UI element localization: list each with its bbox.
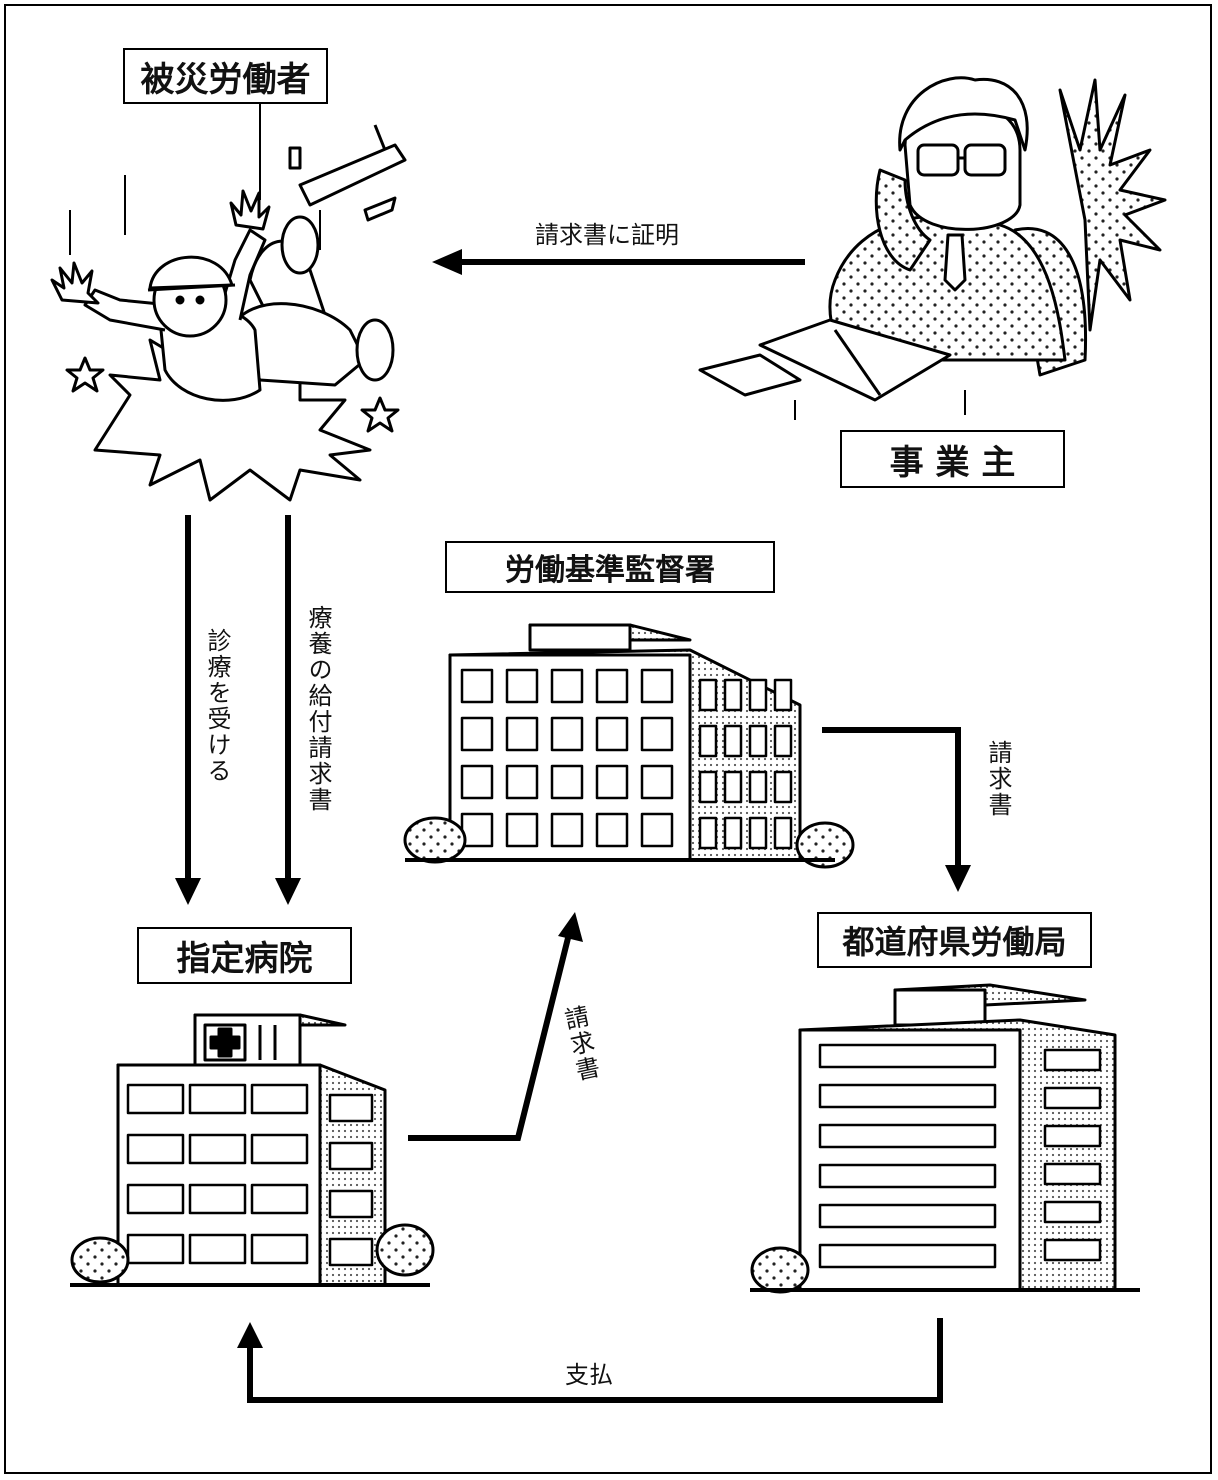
hospital-building-icon — [70, 1013, 435, 1287]
window — [126, 1083, 185, 1115]
window — [126, 1133, 185, 1165]
edge-label-receive-care: 診療を受ける — [203, 628, 231, 784]
window — [250, 1233, 309, 1265]
window — [640, 668, 674, 704]
window — [640, 812, 674, 848]
window — [460, 668, 494, 704]
arrowhead — [432, 249, 462, 275]
window — [723, 770, 743, 804]
window — [1043, 1048, 1102, 1072]
window — [1043, 1162, 1102, 1186]
window — [818, 1243, 997, 1269]
window — [698, 724, 718, 758]
window — [748, 770, 768, 804]
window — [1043, 1124, 1102, 1148]
window — [328, 1189, 374, 1219]
window — [505, 716, 539, 752]
window — [773, 724, 793, 758]
window — [1043, 1238, 1102, 1262]
falling-worker-icon — [50, 100, 407, 502]
window — [595, 716, 629, 752]
arrowhead — [237, 1322, 263, 1348]
window — [550, 812, 584, 848]
flow-arrows — [175, 249, 971, 1403]
arrow-payment — [247, 1318, 943, 1403]
arrowhead — [945, 865, 971, 892]
window — [250, 1133, 309, 1165]
window — [773, 770, 793, 804]
edge-label-claim-form: 療養の給付請求書 — [304, 605, 332, 813]
window — [460, 764, 494, 800]
window — [818, 1163, 997, 1189]
window — [748, 816, 768, 850]
window — [328, 1237, 374, 1267]
employer-on-phone-icon — [698, 76, 1167, 420]
window — [640, 716, 674, 752]
edge-label-payment: 支払 — [565, 1361, 613, 1389]
window — [698, 678, 718, 712]
window — [1043, 1200, 1102, 1224]
window — [188, 1233, 247, 1265]
window — [723, 678, 743, 712]
window — [188, 1083, 247, 1115]
edge-label-office-claim: 請求書 — [984, 740, 1012, 818]
window — [505, 668, 539, 704]
diagram-border — [4, 4, 1212, 1474]
arrowhead — [175, 878, 201, 905]
window — [126, 1233, 185, 1265]
window — [505, 812, 539, 848]
window — [595, 812, 629, 848]
window — [550, 668, 584, 704]
government-building-icon — [750, 983, 1140, 1294]
node-employer: 事 業 主 — [840, 430, 1065, 488]
window — [460, 812, 494, 848]
window — [550, 716, 584, 752]
window — [723, 816, 743, 850]
window — [748, 724, 768, 758]
arrowhead — [558, 912, 583, 942]
window — [773, 678, 793, 712]
window — [640, 764, 674, 800]
node-labor-office: 労働基準監督署 — [445, 541, 775, 593]
window — [328, 1141, 374, 1171]
node-hospital: 指定病院 — [137, 927, 352, 984]
window — [188, 1183, 247, 1215]
window — [1043, 1086, 1102, 1110]
window — [773, 816, 793, 850]
window — [328, 1093, 374, 1123]
window — [595, 764, 629, 800]
window — [188, 1133, 247, 1165]
node-prefecture-bureau: 都道府県労働局 — [817, 912, 1092, 968]
window — [505, 764, 539, 800]
window — [698, 770, 718, 804]
window — [698, 816, 718, 850]
arrow-office-to-bureau — [822, 727, 961, 870]
node-worker: 被災労働者 — [123, 48, 328, 104]
arrow-hospital-to-office — [408, 929, 573, 1141]
window — [126, 1183, 185, 1215]
office-building-icon — [403, 623, 855, 869]
window — [818, 1043, 997, 1069]
window — [818, 1203, 997, 1229]
window — [250, 1183, 309, 1215]
window — [595, 668, 629, 704]
window — [460, 716, 494, 752]
window — [250, 1083, 309, 1115]
window — [818, 1123, 997, 1149]
edge-label-certify: 請求書に証明 — [535, 221, 679, 249]
window — [723, 724, 743, 758]
window — [818, 1083, 997, 1109]
arrowhead — [275, 878, 301, 905]
window — [748, 678, 768, 712]
window — [550, 764, 584, 800]
